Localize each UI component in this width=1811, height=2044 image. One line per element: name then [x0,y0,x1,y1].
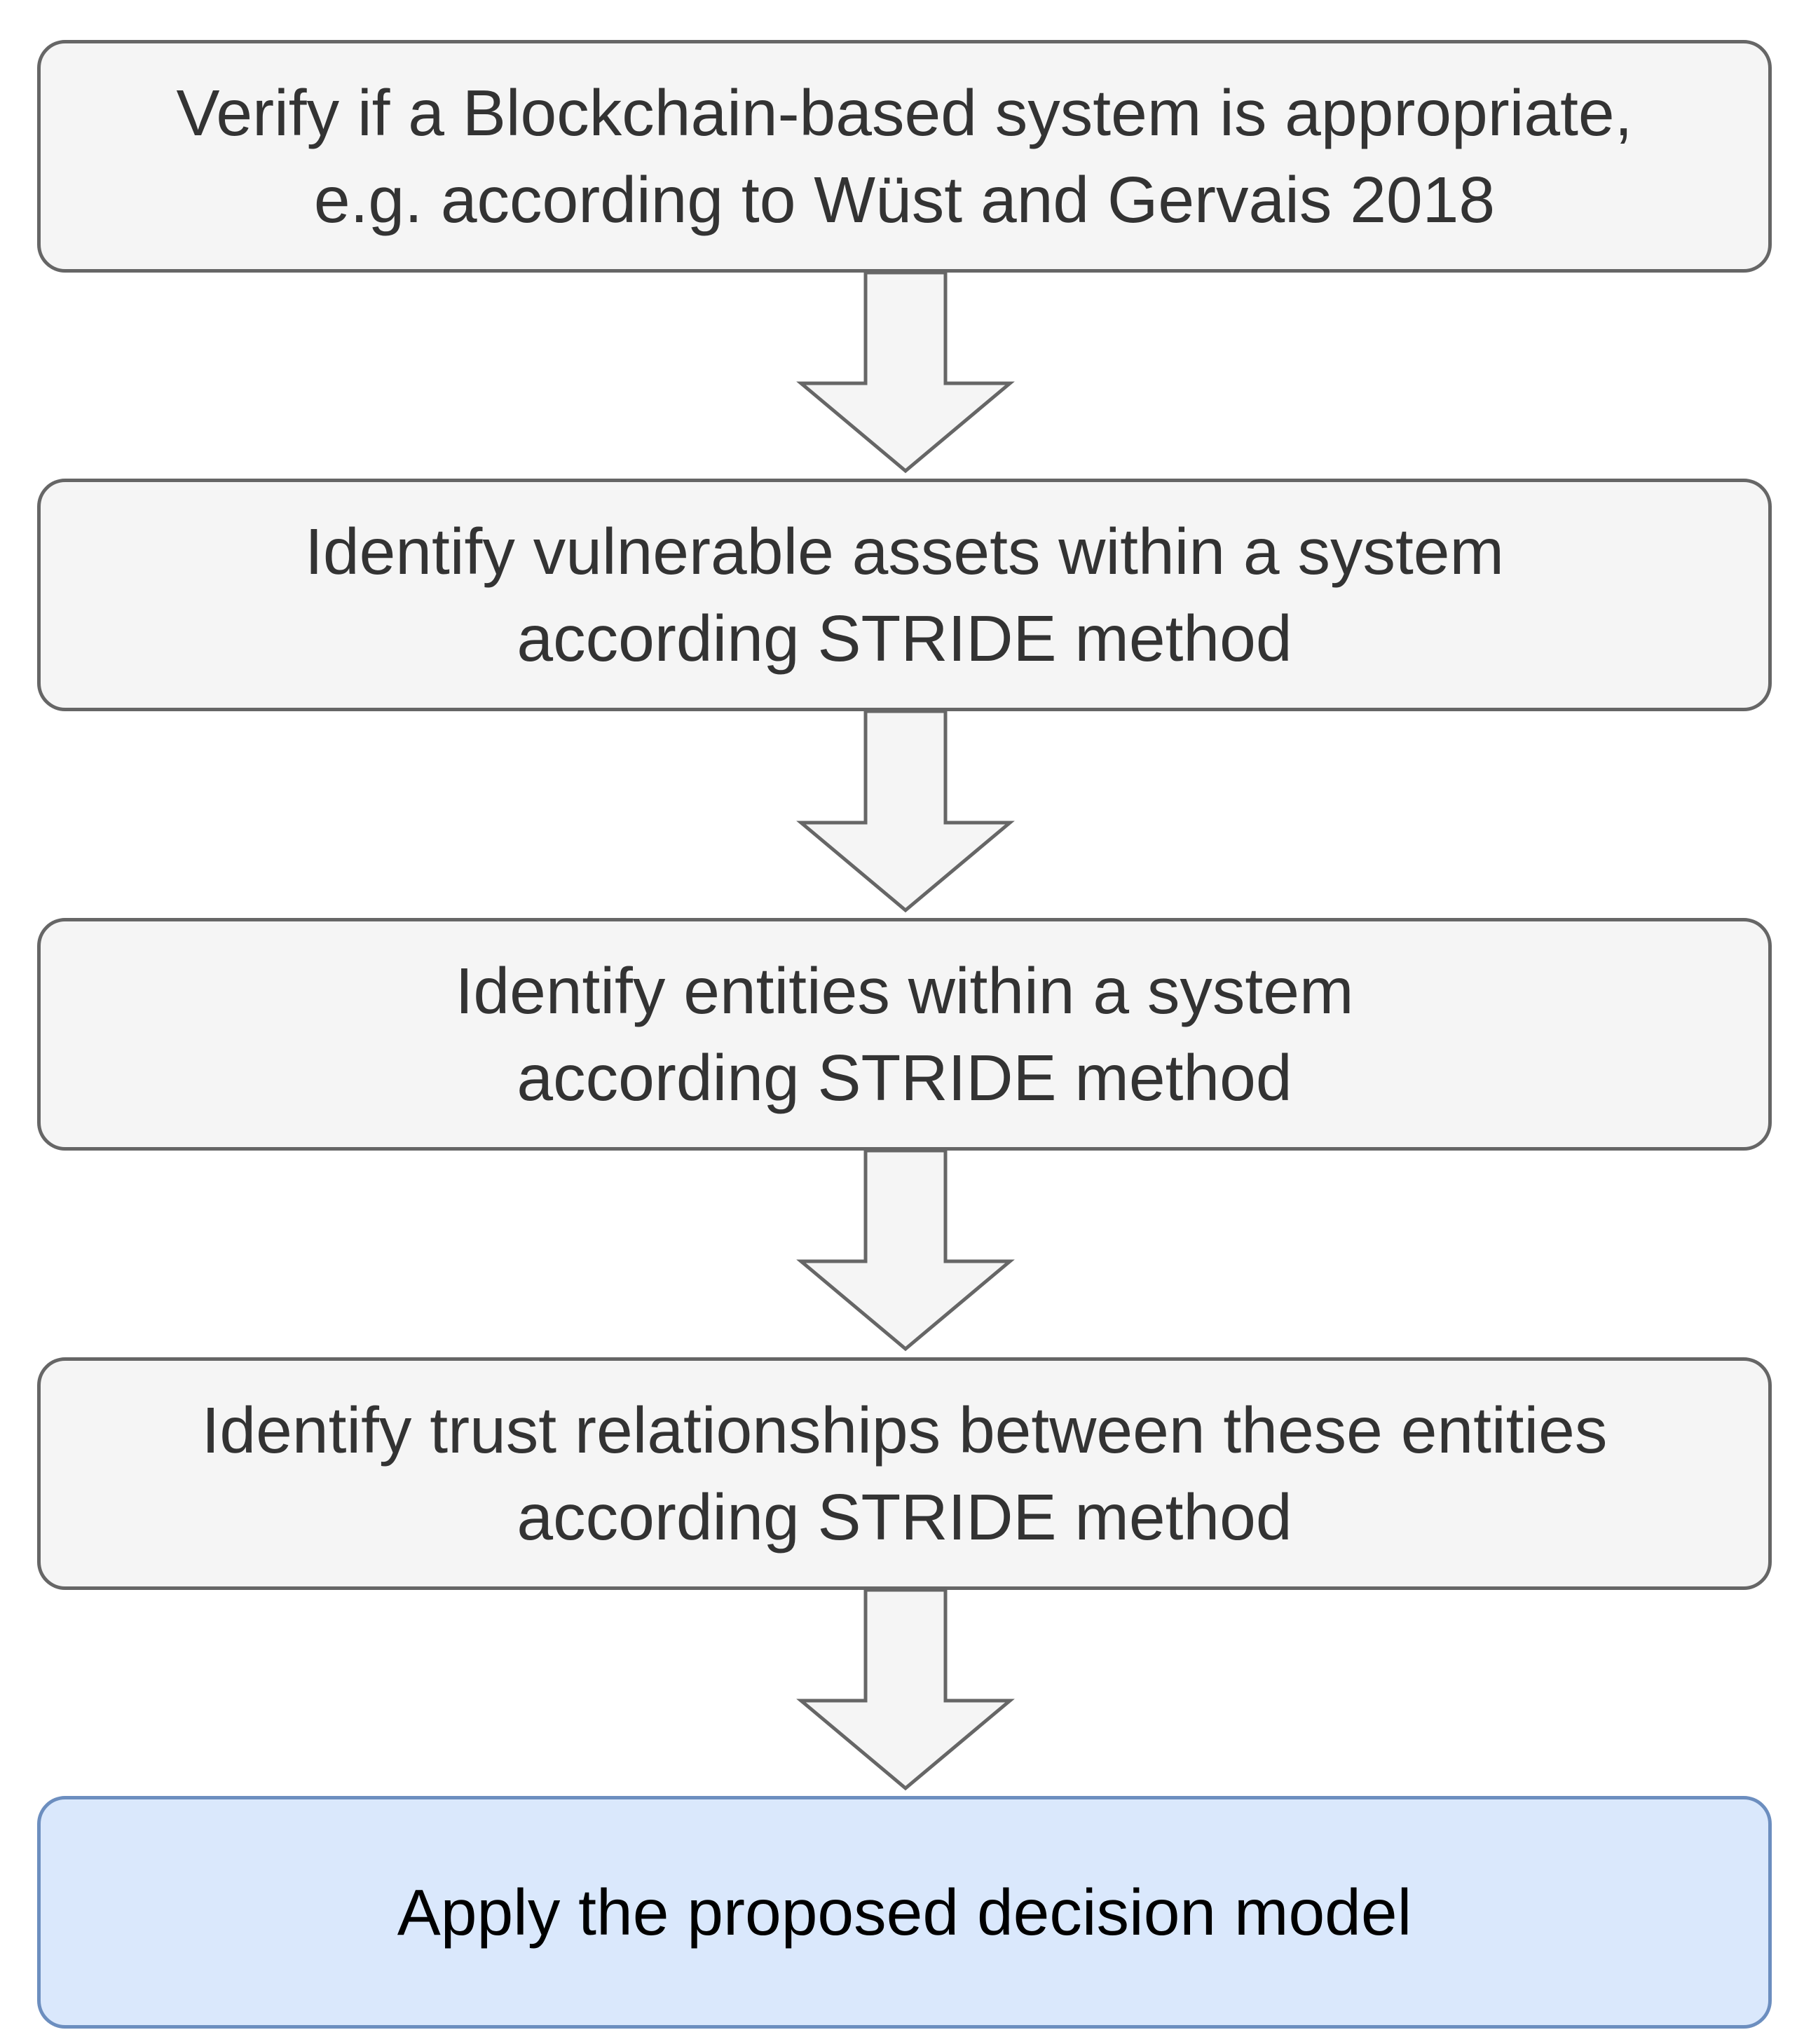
step-5-box: Apply the proposed decision model [37,1796,1772,2029]
step-1-line-1: Verify if a Blockchain-based system is a… [176,76,1633,149]
step-4-box: Identify trust relationships between the… [37,1357,1772,1590]
step-2-box: Identify vulnerable assets within a syst… [37,479,1772,711]
step-3-line-2: according STRIDE method [517,1041,1292,1114]
step-4-line-2: according STRIDE method [517,1481,1292,1553]
step-3-box: Identify entities within a system accord… [37,918,1772,1151]
step-1-box: Verify if a Blockchain-based system is a… [37,40,1772,273]
step-5-line-1: Apply the proposed decision model [397,1876,1412,1949]
step-4-line-1: Identify trust relationships between the… [201,1394,1608,1467]
step-2-line-1: Identify vulnerable assets within a syst… [305,515,1504,588]
step-3-line-1: Identify entities within a system [455,954,1354,1027]
step-1-line-2: e.g. according to Wüst and Gervais 2018 [313,163,1496,236]
step-2-line-2: according STRIDE method [517,602,1292,675]
